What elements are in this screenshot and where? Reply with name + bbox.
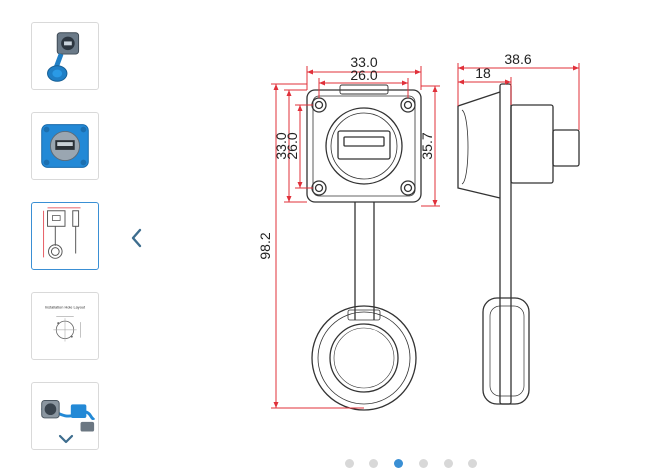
previous-image-button[interactable] (127, 226, 147, 250)
dim-body-height: 35.7 (419, 132, 435, 159)
main-product-image: 33.0 26.0 33.0 26.0 35.7 98.2 38.6 18 (200, 20, 628, 452)
front-view (306, 84, 422, 411)
drawing-thumb-image (43, 207, 81, 259)
dimension-arrows (273, 65, 579, 408)
pagination-dot[interactable] (369, 459, 378, 468)
dim-flange-depth: 18 (475, 65, 491, 81)
pagination-dot[interactable] (419, 459, 428, 468)
pagination-dot-active[interactable] (394, 459, 403, 468)
dimension-lines (271, 63, 580, 409)
thumbnail-connector-blue-cap[interactable] (31, 22, 99, 90)
connector-cable-image (40, 399, 96, 432)
hole-layout-caption: Installation Hole Layout (45, 305, 86, 310)
thumbnail-connector-with-cable[interactable] (31, 382, 99, 450)
image-pagination (340, 459, 490, 468)
connector-front-image (41, 124, 89, 168)
chevron-left-icon (131, 228, 142, 248)
side-view (457, 83, 580, 405)
dim-side-depth: 38.6 (504, 51, 531, 67)
dim-outer-height: 33.0 (273, 132, 289, 159)
thumbnail-connector-blue-front[interactable] (31, 112, 99, 180)
thumbnail-dimension-drawing[interactable] (31, 202, 99, 270)
dim-inner-width: 26.0 (350, 67, 377, 83)
thumbnail-installation-hole-layout[interactable]: Installation Hole Layout (31, 292, 99, 360)
connector-cap-image (47, 32, 80, 82)
pagination-dot[interactable] (345, 459, 354, 468)
dim-total-length: 98.2 (257, 232, 273, 259)
pagination-dot[interactable] (468, 459, 477, 468)
dim-outer-width: 33.0 (350, 54, 377, 70)
dim-inner-height: 26.0 (284, 132, 300, 159)
dimension-drawing: 33.0 26.0 33.0 26.0 35.7 98.2 38.6 18 (257, 51, 580, 411)
thumbnail-scroll-down-button[interactable] (55, 430, 77, 448)
chevron-down-icon (58, 434, 74, 444)
hole-layout-image: Installation Hole Layout (45, 305, 86, 342)
pagination-dot[interactable] (444, 459, 453, 468)
